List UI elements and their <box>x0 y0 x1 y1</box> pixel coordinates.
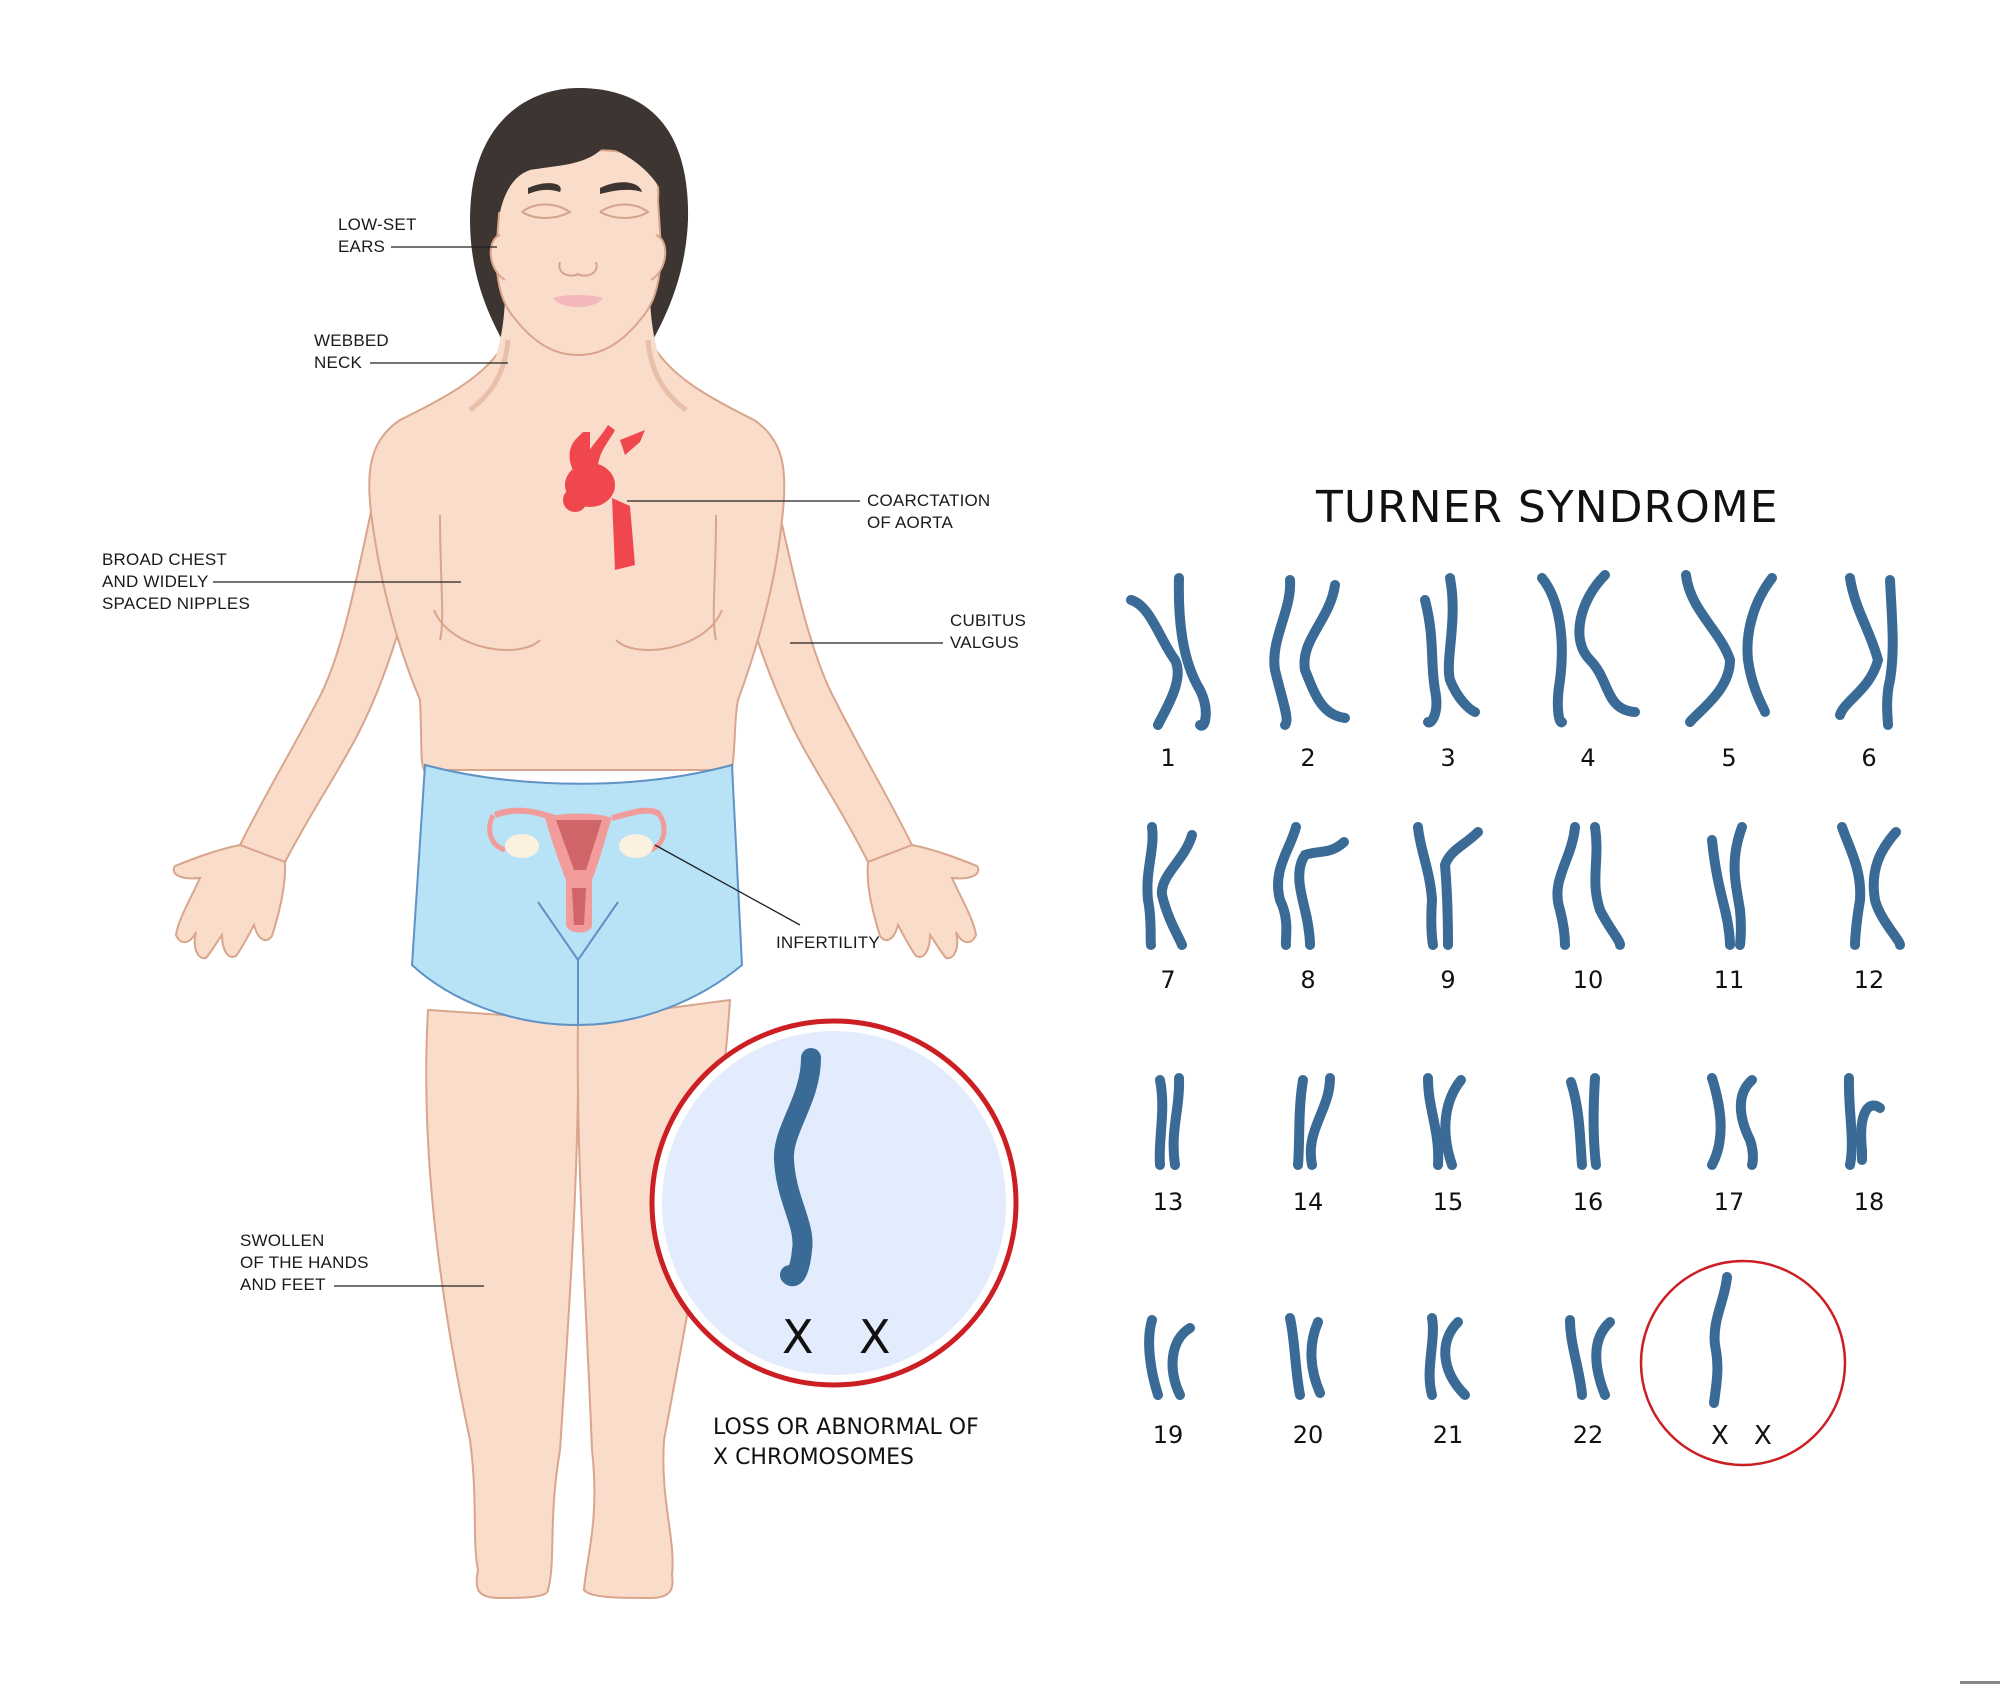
face <box>495 148 662 357</box>
chromosome-pair-15 <box>1423 1073 1466 1170</box>
chromosome-pair-22 <box>1565 1315 1615 1400</box>
chromosome-pair-10 <box>1552 822 1625 950</box>
chromosome-pair-14 <box>1293 1073 1335 1170</box>
chromosome-number: 19 <box>1152 1421 1184 1449</box>
chromosome-number: 2 <box>1300 744 1316 772</box>
chromosome-number: 20 <box>1292 1421 1324 1449</box>
chromosome-number: 7 <box>1160 966 1176 994</box>
left-hand <box>172 843 287 960</box>
chromosome-pair-12 <box>1837 822 1905 950</box>
neck-web-right <box>645 339 688 412</box>
chest-right <box>615 514 723 651</box>
label-swollen-hands-feet: SWOLLEN OF THE HANDS AND FEET <box>240 1231 369 1294</box>
label-coarctation: COARCTATION OF AORTA <box>867 491 991 532</box>
chromosome-pair-8 <box>1273 822 1349 950</box>
chromosome-number: 12 <box>1853 966 1885 994</box>
inset-caption: LOSS OR ABNORMAL OF X CHROMOSOMES <box>713 1415 979 1470</box>
chromosome-pair-20 <box>1285 1313 1325 1400</box>
chromosome-number: 8 <box>1300 966 1316 994</box>
ear-right <box>650 234 667 281</box>
chromosome-number: 14 <box>1292 1188 1324 1216</box>
label-webbed-neck: WEBBED NECK <box>314 331 389 372</box>
human-figure <box>172 88 980 1600</box>
chromosome-number: 18 <box>1853 1188 1885 1216</box>
corner-mark <box>1960 1681 2000 1684</box>
chromosome-number: 22 <box>1572 1421 1604 1449</box>
chromosome-number: 3 <box>1440 744 1456 772</box>
chromosome-pair-17 <box>1707 1073 1758 1170</box>
label-lines <box>213 246 943 1287</box>
label-infertility: INFERTILITY <box>776 933 880 952</box>
nose <box>558 261 598 277</box>
page-title: TURNER SYNDROME <box>1316 482 1779 533</box>
neck-web-left <box>468 339 511 412</box>
chromosome-pair-7 <box>1142 822 1197 950</box>
chromosome-number: 9 <box>1440 966 1456 994</box>
karyotype-grid <box>1126 570 1905 1408</box>
sex-chromosome-label-1: X <box>1711 1421 1729 1451</box>
left-foot <box>475 1569 549 1600</box>
chromosome-pair-4 <box>1537 570 1640 728</box>
chest-left <box>433 514 541 651</box>
uterus-icon <box>487 807 667 933</box>
chromosome-pair-13 <box>1154 1073 1185 1170</box>
sex-chromosome-label-2: X <box>1754 1421 1772 1451</box>
label-cubitus-valgus: CUBITUS VALGUS <box>950 611 1027 652</box>
chromosome-number: 1 <box>1160 744 1176 772</box>
eye-right <box>599 203 650 219</box>
right-hand <box>866 843 980 960</box>
chromosome-pair-11 <box>1707 822 1747 950</box>
x-chromosome-large <box>773 1048 821 1287</box>
chromosome-pair-6 <box>1835 573 1898 730</box>
chromosome-pair-2 <box>1269 575 1350 730</box>
chromosome-number: 5 <box>1721 744 1737 772</box>
chromosome-number: 15 <box>1432 1188 1464 1216</box>
chromosome-pair-18 <box>1843 1073 1885 1170</box>
chromosome-pair-21 <box>1424 1313 1470 1400</box>
chromosome-number: 11 <box>1713 966 1745 994</box>
chromosome-number: 13 <box>1152 1188 1184 1216</box>
chromosome-pair-3 <box>1420 573 1480 728</box>
right-foot <box>583 1574 674 1600</box>
eyebrow-right <box>600 182 642 194</box>
x-chromosome-zoom-inset <box>649 1018 1019 1388</box>
hair-fringe <box>487 108 672 212</box>
chromosome-pair-5 <box>1681 570 1777 727</box>
torso <box>368 349 786 771</box>
eye-left <box>521 203 572 219</box>
x-chromosome-highlight-ring <box>1639 1259 1847 1467</box>
inset-x-label-1: X <box>782 1310 814 1364</box>
label-broad-chest: BROAD CHEST AND WIDELY SPACED NIPPLES <box>102 550 250 613</box>
eyebrow-left <box>528 183 561 194</box>
left-leg <box>425 1008 580 1594</box>
chromosome-number: 10 <box>1572 966 1604 994</box>
chromosome-pair-16 <box>1566 1073 1601 1170</box>
chromosome-number: 6 <box>1861 744 1877 772</box>
aorta <box>563 425 645 570</box>
chromosome-pair-19 <box>1144 1315 1195 1400</box>
lips <box>553 295 603 307</box>
chromosome-pair-9 <box>1413 822 1483 950</box>
ear-left <box>489 234 506 281</box>
line-infertility <box>654 844 801 926</box>
chromosome-number: 21 <box>1432 1421 1464 1449</box>
chromosome-number: 4 <box>1580 744 1596 772</box>
chromosome-number: 17 <box>1713 1188 1745 1216</box>
chromosome-number: 16 <box>1572 1188 1604 1216</box>
chromosome-pair-1 <box>1126 573 1211 731</box>
label-low-set-ears: LOW-SET EARS <box>338 215 417 256</box>
x-chromosome-small <box>1709 1272 1732 1408</box>
inset-x-label-2: X <box>859 1310 891 1364</box>
